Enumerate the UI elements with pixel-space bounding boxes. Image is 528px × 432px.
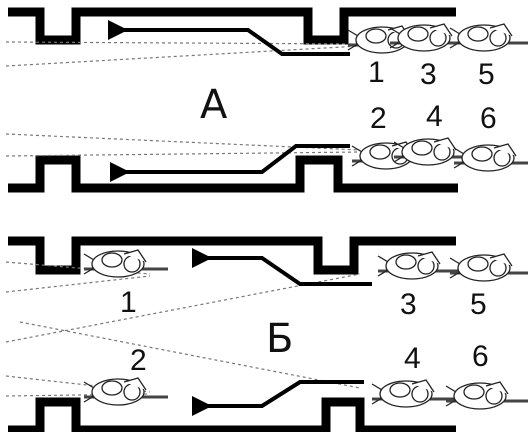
- arrow-a-bottom: [110, 144, 350, 182]
- section-a: А 1 2 3 4 5 6: [5, 7, 528, 193]
- sight-lines-a: [5, 41, 361, 157]
- position-a-1: 1: [368, 56, 385, 89]
- section-b-label: Б: [266, 316, 293, 362]
- position-b-5: 5: [470, 288, 487, 321]
- shooter-b-2: [82, 376, 170, 407]
- position-a-3: 3: [420, 58, 437, 91]
- shooter-b-5: [448, 252, 528, 283]
- arrow-a-top: [108, 20, 350, 56]
- wall-b-top: [8, 236, 456, 275]
- shooter-b-6: [444, 380, 528, 411]
- section-a-label: А: [200, 82, 228, 128]
- wall-b-bottom: [8, 397, 456, 432]
- shooter-a-6: [452, 142, 528, 173]
- position-b-4: 4: [404, 342, 421, 375]
- position-b-1: 1: [120, 286, 137, 319]
- arrow-b-bottom: [192, 380, 364, 416]
- shooter-b-3: [376, 250, 464, 281]
- position-a-6: 6: [480, 102, 497, 135]
- position-b-2: 2: [130, 344, 147, 377]
- arrow-b-top: [192, 248, 372, 286]
- position-a-2: 2: [370, 102, 387, 135]
- wall-a-top: [8, 7, 456, 45]
- shooter-a-5: [448, 22, 528, 53]
- position-a-5: 5: [478, 58, 495, 91]
- shooter-b-4: [370, 378, 458, 409]
- position-b-3: 3: [400, 288, 417, 321]
- wall-a-bottom: [8, 155, 458, 193]
- section-b: Б 1 2 3 4 5 6: [5, 236, 528, 432]
- position-a-4: 4: [426, 100, 443, 133]
- shooter-b-1: [82, 248, 170, 279]
- position-b-6: 6: [472, 340, 489, 373]
